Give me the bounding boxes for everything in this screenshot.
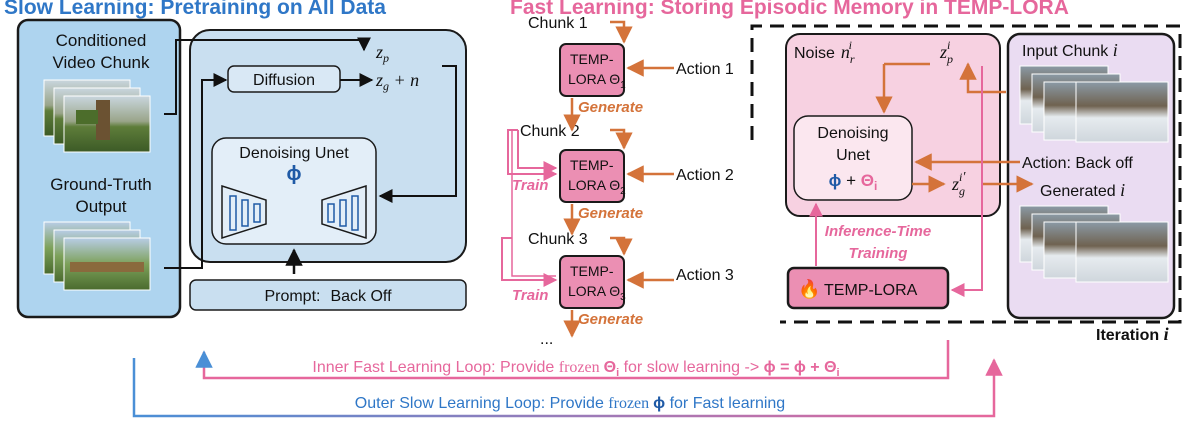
inference-training-line2: Training	[849, 245, 908, 262]
prompt-box	[189, 279, 467, 311]
iteration-dashed-border	[750, 24, 1182, 324]
left-phi-symbol: ϕ	[287, 163, 302, 185]
output-label: Output	[75, 197, 126, 216]
temp-lora-module-1-line2: LORA Θ1	[568, 71, 626, 91]
right-unet-line1: Denoising	[817, 125, 888, 142]
input-chunk-label: Input Chunk i	[1022, 40, 1118, 60]
temp-lora-module-2-line1: TEMP-	[570, 157, 614, 173]
temp-lora-module-2-line2: LORA Θ2	[568, 177, 626, 197]
generate-label-2: Generate	[578, 205, 643, 222]
temp-lora-box	[786, 266, 950, 310]
unet-shape	[221, 184, 367, 240]
action-1-label: Action 1	[676, 61, 734, 78]
inference-training-line1: Inference-Time	[825, 223, 931, 240]
ellipsis-label: ...	[540, 331, 553, 348]
action-back-off-label: Action: Back off	[1022, 155, 1133, 172]
inner-loop-label: Inner Fast Learning Loop: Provide frozen…	[312, 359, 839, 379]
temp-lora-module-3	[559, 255, 625, 309]
generate-label-3: Generate	[578, 311, 643, 328]
action-2-label: Action 2	[676, 167, 734, 184]
chunk-1-label: Chunk 1	[528, 15, 588, 32]
right-zg-math: zgi′	[951, 170, 966, 198]
input-chunk-frames	[1019, 65, 1169, 143]
left-arrows	[164, 37, 457, 274]
temp-lora-module-1	[559, 43, 625, 97]
fast-learning-header: Fast Learning: Storing Episodic Memory i…	[510, 0, 1069, 19]
generated-label: Generated i	[1040, 180, 1125, 200]
slow-learning-header: Slow Learning: Pretraining on All Data	[4, 0, 386, 19]
chunk-2-label: Chunk 2	[520, 123, 580, 140]
right-unet-box	[793, 115, 913, 201]
left-zp-math: zp	[375, 42, 389, 65]
temp-lora-module-2	[559, 149, 625, 203]
temp-lora-module-1-line1: TEMP-	[570, 51, 614, 67]
ground-truth-frames	[43, 221, 151, 291]
right-orange-arrows	[875, 62, 1034, 193]
fire-icon: 🔥	[798, 278, 820, 299]
right-pink-arrows	[809, 66, 983, 297]
action-3-label: Action 3	[676, 267, 734, 284]
ground-truth-label: Ground-Truth	[50, 175, 151, 194]
middle-pink-arrows	[501, 129, 558, 287]
diffusion-label: Diffusion	[253, 72, 315, 89]
iteration-label: Iteration i	[1096, 324, 1169, 344]
video-chunk-label: Video Chunk	[52, 53, 150, 72]
conditioned-frames	[43, 79, 151, 153]
right-unet-formula: ϕ + Θi	[829, 171, 878, 193]
train-label-2: Train	[512, 287, 548, 304]
temp-lora-module-3-line1: TEMP-	[570, 263, 614, 279]
chunk-3-label: Chunk 3	[528, 231, 588, 248]
generated-frames	[1019, 205, 1169, 283]
generate-label-1: Generate	[578, 99, 643, 116]
prompt-label: Prompt:Back Off	[264, 288, 392, 305]
temp-lora-module-3-line2: LORA Θ3	[568, 283, 626, 303]
left-unet-label: Denoising Unet	[239, 145, 349, 162]
right-zp-math: zpi	[939, 38, 953, 66]
left-unet-box	[211, 137, 377, 245]
right-unet-line2: Unet	[836, 147, 870, 164]
outer-loop-arrow	[132, 358, 1003, 418]
left-zg-math: zg + n	[375, 70, 419, 93]
temp-lora-label: TEMP-LORA	[824, 282, 918, 299]
inner-loop-arrow	[195, 340, 950, 380]
conditioned-label: Conditioned	[56, 31, 147, 50]
outer-loop-label: Outer Slow Learning Loop: Provide frozen…	[355, 395, 785, 412]
train-label-1: Train	[512, 177, 548, 194]
middle-orange-arrows	[563, 20, 674, 338]
